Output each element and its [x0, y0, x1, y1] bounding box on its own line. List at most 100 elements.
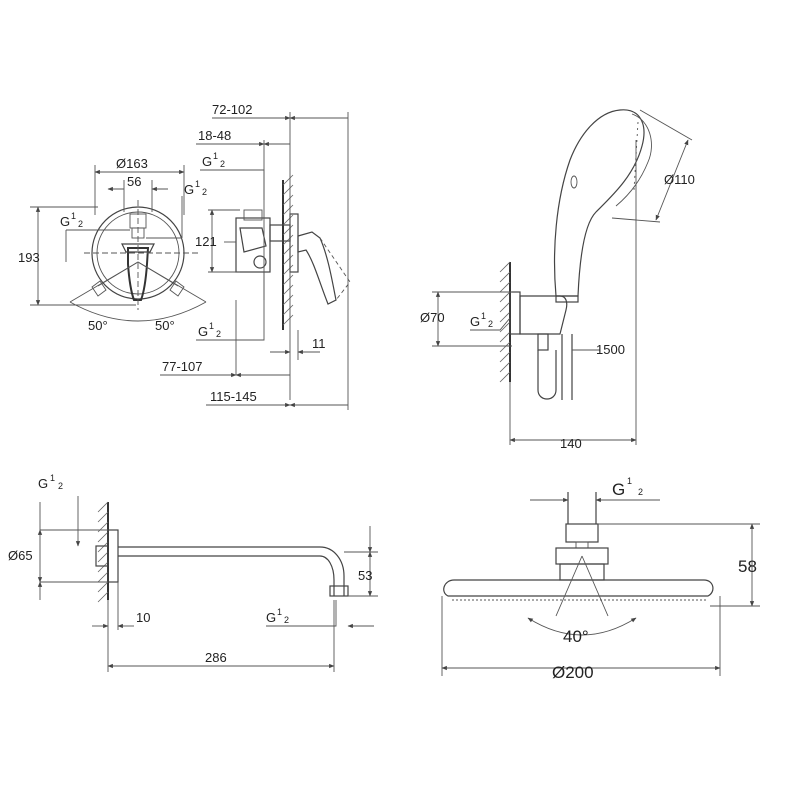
wall-hatch — [97, 501, 109, 603]
label-angle-left: 50° — [88, 318, 108, 333]
hand-shower-button — [570, 175, 578, 189]
label-thread-arm-top-den: 2 — [58, 481, 63, 491]
dim-line-head-angle — [527, 617, 637, 636]
label-thread-arm-bottom-g: G — [266, 610, 276, 625]
mixer-cartridge — [239, 227, 267, 253]
label-width-handle: 56 — [127, 174, 141, 189]
wall-hatch — [499, 261, 511, 383]
dim-ext-lines — [40, 529, 108, 583]
arm-outlet — [329, 585, 349, 597]
head-arm-stub — [567, 492, 597, 524]
label-hose: 1500 — [596, 342, 625, 357]
dim-ext-lines — [107, 582, 119, 672]
label-thread-left-den: 2 — [78, 219, 83, 229]
head-joint-nut — [575, 541, 589, 549]
leader-thread-left — [65, 229, 130, 262]
label-head-angle: 40° — [563, 627, 589, 646]
label-thread-head-den: 2 — [638, 487, 643, 497]
mixer-angle-rays — [69, 261, 207, 303]
mixer-lever-base — [121, 243, 155, 253]
label-projection: 140 — [560, 436, 582, 451]
label-thread-arm-bottom-den: 2 — [284, 615, 289, 625]
label-drop: 53 — [358, 568, 372, 583]
arm-flange — [107, 529, 119, 583]
mixer-side-outlet — [253, 255, 267, 269]
mixer-lever-swing — [319, 237, 351, 301]
mixer-center-lines — [84, 200, 200, 310]
label-length: 286 — [205, 650, 227, 665]
arm-pipe — [118, 546, 345, 596]
label-head-dia: Ø200 — [552, 663, 594, 682]
label-thread-left-g: G — [60, 214, 70, 229]
dim-ext-lines — [509, 140, 637, 445]
head-angle-rays — [555, 555, 609, 617]
wall-hatch — [282, 174, 294, 326]
dim-ext-lines — [208, 112, 349, 410]
label-thread-top-den: 2 — [220, 159, 225, 169]
label-flange-depth: 10 — [136, 610, 150, 625]
mixer-stem — [269, 224, 291, 242]
label-thread-hand-num: 1 — [481, 311, 486, 321]
dim-ext-lines — [344, 551, 378, 597]
head-shower-view: G 1 2 58 40° Ø200 — [441, 476, 760, 682]
dim-ext-lines — [30, 206, 136, 306]
dim-ext-lines — [432, 291, 512, 347]
label-thread-top-num: 1 — [213, 151, 218, 161]
label-dia-head: Ø110 — [664, 172, 695, 187]
mixer-front-view: Ø163 56 193 G 1 2 G 1 2 50° 50° — [18, 156, 207, 333]
hand-shower-face — [615, 113, 652, 207]
label-thread-arm-bottom-num: 1 — [277, 607, 282, 617]
label-dist-outlet: 11 — [312, 336, 326, 351]
hand-shower-view: 1500 Ø110 Ø70 G 1 2 140 — [420, 109, 695, 451]
arm-wall-connector — [95, 545, 109, 567]
leader-thread-bottom — [196, 272, 265, 341]
leader-thread-arm-top — [39, 502, 96, 531]
label-height-total: 193 — [18, 250, 40, 265]
label-angle-right: 50° — [155, 318, 175, 333]
label-thread-bottom-g: G — [198, 324, 208, 339]
label-thread-hand-den: 2 — [488, 319, 493, 329]
label-thread-top-g: G — [202, 154, 212, 169]
head-joint — [565, 523, 599, 543]
mixer-top-connector — [243, 209, 263, 221]
label-thread-bottom-num: 1 — [209, 321, 214, 331]
mixer-lever-right-pos — [169, 280, 185, 297]
hand-shower-body — [553, 109, 645, 297]
label-thread-bottom-den: 2 — [216, 329, 221, 339]
dim-ext-lines — [611, 109, 693, 223]
dim-ext-lines — [441, 596, 721, 676]
label-depth-inner: 18-48 — [198, 128, 231, 143]
leader-thread-top — [200, 169, 265, 200]
mixer-angle-arc — [69, 301, 207, 322]
holder-wall-plate — [509, 291, 521, 335]
leader-thread-arm-bottom — [266, 600, 337, 627]
dim-line-head-dia — [655, 139, 689, 221]
label-thread-arm-top-g: G — [38, 476, 48, 491]
hose-connector — [537, 333, 549, 351]
dim-ext-lines — [598, 523, 760, 607]
label-depth-outer: 72-102 — [212, 102, 252, 117]
hose-loop — [537, 350, 557, 400]
mixer-lever — [127, 247, 150, 301]
label-dia-wall: Ø70 — [420, 310, 445, 325]
shower-arm-view: G 1 2 Ø65 10 G 1 2 53 286 — [8, 473, 378, 672]
label-head-height: 58 — [738, 557, 757, 576]
mixer-side-view: 72-102 18-48 G 1 2 121 G 1 2 11 77-107 1… — [160, 102, 351, 410]
leader-thread-hand — [470, 317, 511, 331]
mixer-lever-left-pos — [91, 280, 107, 297]
label-height-body: 121 — [195, 234, 217, 249]
mixer-plate-side — [289, 213, 299, 273]
label-depth-total: 115-145 — [210, 389, 257, 404]
label-depth-mid: 77-107 — [162, 359, 202, 374]
label-dia-plate: Ø163 — [116, 156, 148, 171]
head-plate — [443, 579, 714, 597]
label-thread-right-den: 2 — [202, 187, 207, 197]
mixer-lever-side — [297, 231, 337, 305]
label-thread-right-g: G — [184, 182, 194, 197]
leader-thread-right — [146, 196, 183, 239]
hand-shower-base — [555, 295, 579, 303]
hose-right — [561, 334, 573, 400]
label-thread-arm-top-num: 1 — [50, 473, 55, 483]
label-thread-head-num: 1 — [627, 476, 632, 486]
